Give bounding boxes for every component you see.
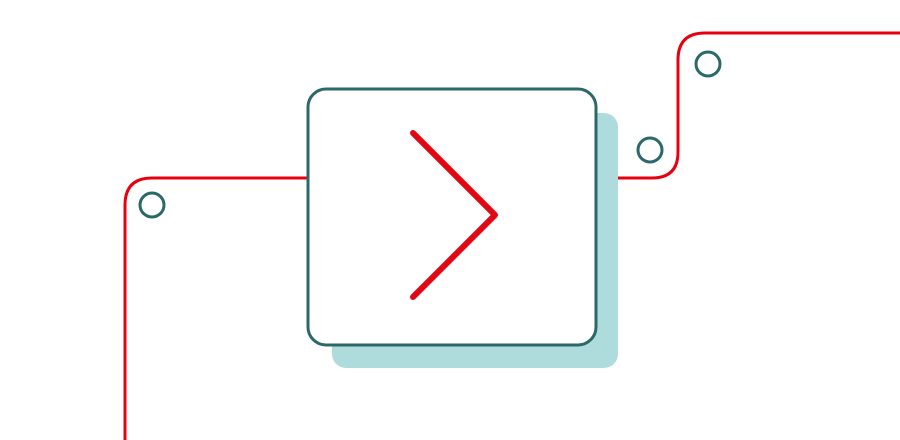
node-circle-left	[138, 191, 166, 219]
chevron-right-icon	[410, 130, 498, 300]
box	[306, 87, 598, 347]
node-circle-middle	[636, 136, 664, 164]
right-connector-line	[596, 31, 900, 180]
node-circle-top	[694, 50, 722, 78]
left-connector-line	[123, 176, 308, 440]
